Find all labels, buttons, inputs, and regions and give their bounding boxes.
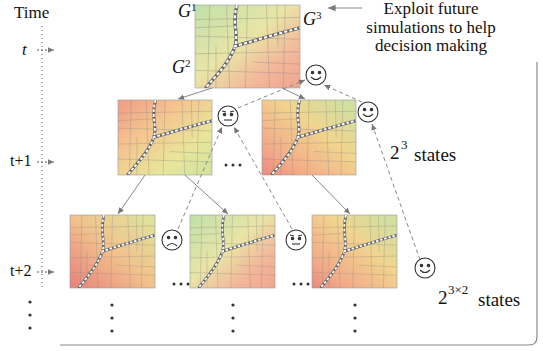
state-count: states [414, 145, 456, 166]
state-count: 2 [438, 288, 448, 309]
ellipsis-dots [28, 164, 356, 333]
graph-symbol: G [178, 2, 191, 22]
map-tiles [70, 5, 397, 288]
time-tick: t [22, 41, 27, 60]
transition-arrows [118, 88, 350, 214]
time-tick: t+2 [10, 262, 31, 280]
superscript: 2 [185, 57, 191, 69]
axis-title: Time [14, 4, 49, 23]
state-count: 2 [390, 143, 400, 164]
annotation: Exploit future simulations to help decis… [356, 0, 506, 56]
superscript: 3 [401, 138, 408, 152]
face-icons [162, 65, 435, 278]
time-axis [37, 26, 54, 290]
superscript: 3 [316, 9, 322, 21]
graph-symbol: G [172, 58, 185, 78]
graph-symbol: G [303, 10, 316, 30]
state-count: states [478, 290, 520, 311]
value-backup-arrows [178, 80, 420, 260]
superscript: 1 [191, 1, 197, 13]
time-tick: t+1 [10, 152, 31, 170]
superscript: 3×2 [448, 283, 468, 297]
